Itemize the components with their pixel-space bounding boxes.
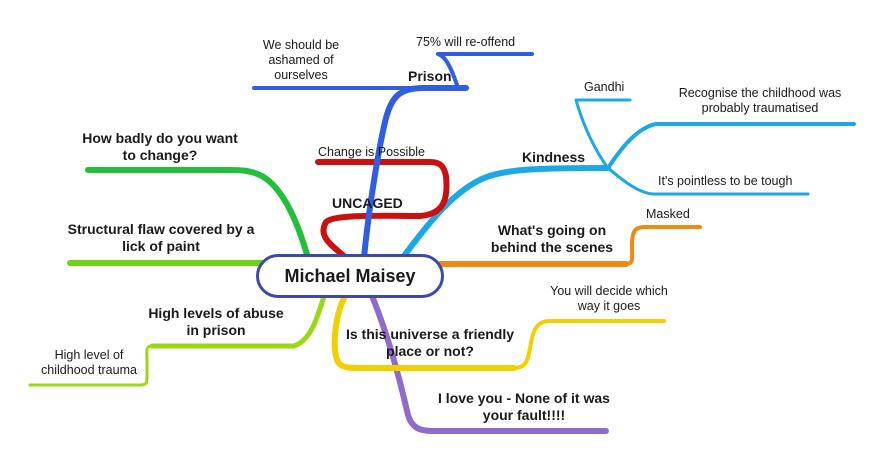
abuse-child-childhood-trauma[interactable]: High level of childhood trauma <box>41 348 137 377</box>
branch-label-change[interactable]: How badly do you want to change? <box>82 130 238 163</box>
branch-line-love <box>369 293 609 434</box>
branch-line-abuse <box>149 287 329 349</box>
branch-label-kindness[interactable]: Kindness <box>522 149 586 165</box>
branch-line-change <box>85 167 311 261</box>
branch-label-behind-scenes[interactable]: What's going on behind the scenes <box>490 222 614 255</box>
branch-label-uncaged[interactable]: UNCAGED <box>332 195 403 211</box>
branch-line-abuse-child <box>28 344 154 387</box>
branch-label-love[interactable]: I love you - None of it was your fault!!… <box>438 390 610 423</box>
branch-line-kindness-child-gandhi <box>574 98 632 170</box>
branch-label-universe[interactable]: Is this universe a friendly place or not… <box>345 326 515 359</box>
prison-child-reoffend[interactable]: 75% will re-offend <box>416 35 516 49</box>
kindness-child-recognise[interactable]: Recognise the childhood was probably tra… <box>678 86 842 115</box>
uncaged-child-change-possible[interactable]: Change is Possible <box>318 145 426 159</box>
prison-child-ashamed[interactable]: We should be ashamed of ourselves <box>262 38 340 82</box>
branch-line-behind-scenes-child <box>624 225 702 266</box>
kindness-child-gandhi[interactable]: Gandhi <box>584 80 625 94</box>
branch-line-universe-child <box>512 319 666 370</box>
branch-label-structural[interactable]: Structural flaw covered by a lick of pai… <box>67 221 255 254</box>
kindness-child-pointless[interactable]: It's pointless to be tough <box>658 174 793 188</box>
branch-line-prison-child-reoffend <box>436 52 534 90</box>
branch-line-kindness-child-recognise <box>606 122 856 170</box>
branch-line-uncaged <box>315 159 450 259</box>
branch-line-kindness-child-pointless <box>606 166 810 196</box>
behind-scenes-child-masked[interactable]: Masked <box>646 207 690 221</box>
branch-label-abuse[interactable]: High levels of abuse in prison <box>148 305 284 338</box>
branch-line-prison <box>361 85 469 261</box>
universe-child-decide[interactable]: You will decide which way it goes <box>550 284 668 313</box>
branch-label-prison[interactable]: Prison <box>408 68 452 84</box>
branch-line-universe <box>331 293 517 371</box>
branch-line-kindness <box>401 165 611 259</box>
central-topic-node[interactable]: Michael Maisey <box>256 254 444 298</box>
